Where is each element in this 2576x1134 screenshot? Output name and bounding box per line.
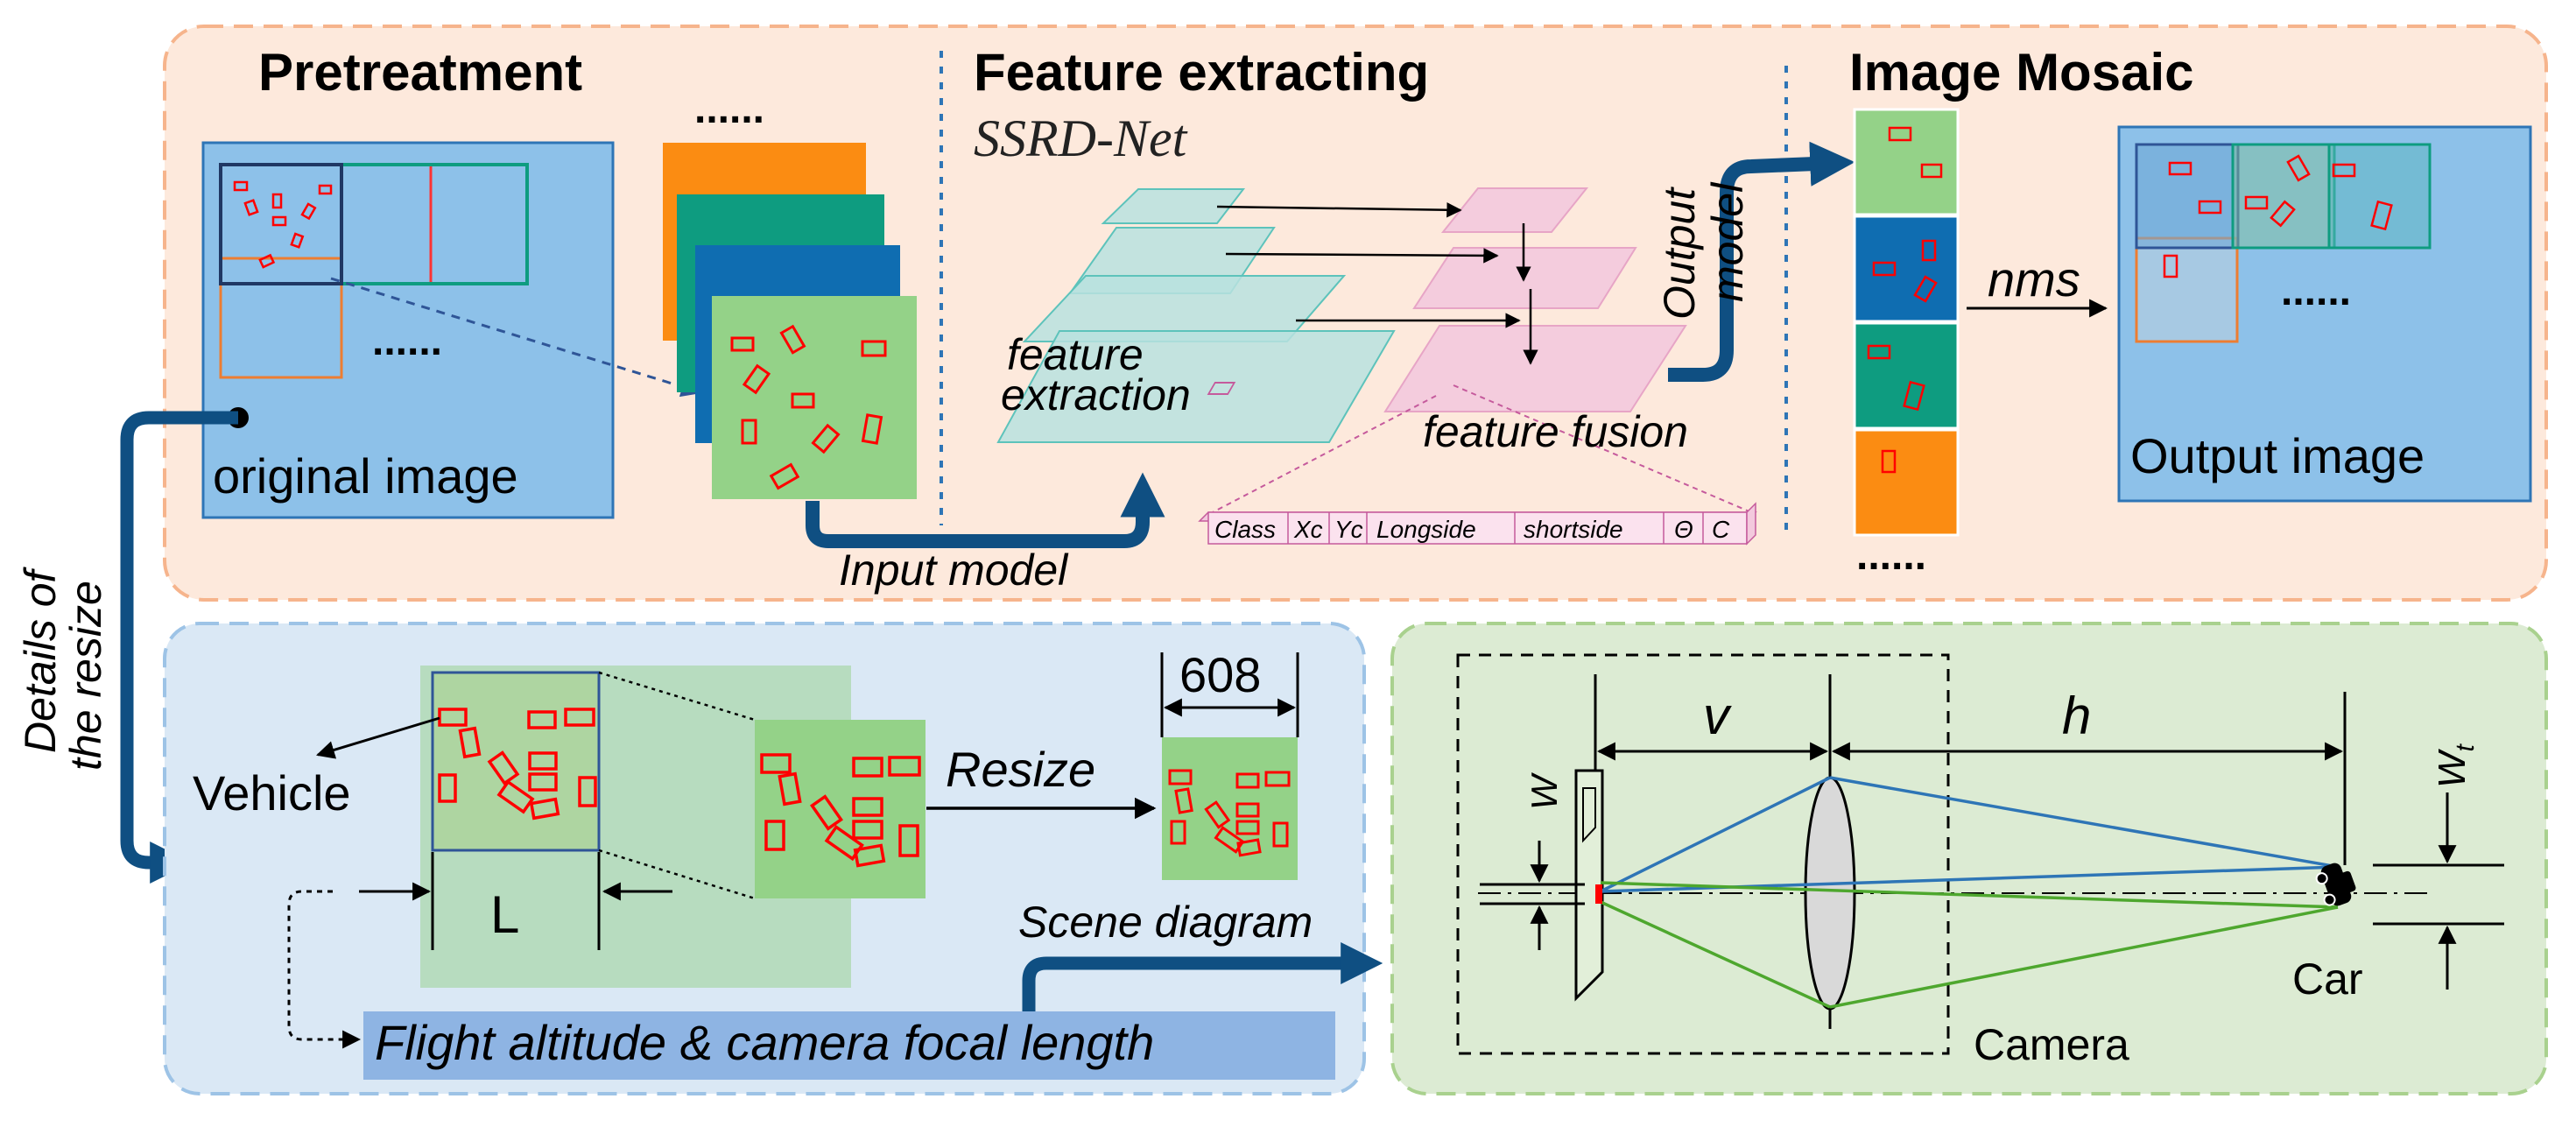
tile-stack-ellipsis: ......: [694, 86, 764, 132]
feature-plane-1: [1101, 188, 1246, 224]
field-xc: Xc: [1293, 516, 1323, 543]
sensor-detail: [1582, 787, 1596, 843]
top-panel: Pretreatment Feature extracting SSRD-Net…: [163, 25, 2548, 602]
camera-boundary: [1456, 653, 1950, 1055]
flight-label-box: [363, 1011, 1335, 1080]
output-overlap-orange: [2135, 236, 2239, 343]
details-label-1: Details of: [16, 566, 65, 753]
size-dimension: [1160, 652, 1299, 737]
feature-pyramid: [996, 188, 1396, 443]
field-confidence: C: [1712, 516, 1730, 543]
output-model-arrow: [1668, 141, 1855, 382]
v-label: v: [1703, 687, 1732, 745]
camera-label: Camera: [1974, 1020, 2129, 1069]
output-model-label-1: Output: [1655, 187, 1704, 320]
tile-stack: ......: [663, 86, 917, 499]
wt-label-main: W: [2431, 749, 2474, 788]
wt-dimension: [2373, 792, 2504, 990]
l-label: L: [490, 885, 519, 944]
fusion-pyramid: [1383, 187, 1687, 412]
wt-label: Wt: [2431, 743, 2480, 788]
tile-detection-boxes: [730, 324, 887, 490]
lens: [1804, 776, 1856, 1011]
detection-boxes: [233, 180, 333, 269]
input-model-arrow: [806, 472, 1165, 548]
original-image-label: original image: [213, 448, 518, 504]
resize-connector: Details of the resize: [16, 407, 249, 884]
flight-label: Flight altitude & camera focal length: [375, 1015, 1154, 1070]
field-longside: Longside: [1376, 516, 1476, 543]
output-overlap-teal: [2327, 143, 2432, 250]
field-theta: Θ: [1674, 516, 1693, 543]
ssrd-net-label: SSRD-Net: [974, 109, 1188, 167]
fusion-cell: [1207, 382, 1236, 395]
light-rays: [1600, 776, 2339, 1009]
mosaic-tile-green: [1853, 108, 1960, 216]
mosaic-column: ......: [1853, 108, 1960, 579]
fusion-plane-2: [1412, 247, 1637, 309]
flight-link: [287, 890, 362, 1049]
l-dimension: [359, 852, 672, 950]
feature-extraction-label-2: extraction: [1001, 370, 1191, 419]
vehicle-pointer: [315, 716, 440, 759]
crop-region-vehicles: [438, 708, 597, 821]
crop-window-orange: [219, 257, 343, 379]
field-class: Class: [1214, 516, 1276, 543]
resize-label: Resize: [946, 742, 1095, 797]
mosaic-ellipsis: ......: [1856, 532, 1926, 579]
output-image-label: Output image: [2130, 428, 2425, 483]
w-label: W: [1524, 772, 1565, 810]
field-yc: Yc: [1334, 516, 1363, 543]
h-label: h: [2062, 687, 2091, 745]
lateral-connections: [1216, 202, 1538, 365]
cropped-tile: [755, 720, 926, 898]
details-label-2: the resize: [61, 581, 110, 771]
vehicle-label: Vehicle: [193, 765, 351, 821]
output-model-label-2: model: [1703, 181, 1752, 302]
output-image-ellipsis: ......: [2281, 268, 2351, 314]
car-label: Car: [2292, 954, 2363, 1004]
scene-diagram-label: Scene diagram: [1018, 898, 1313, 947]
resized-tile: [1162, 737, 1298, 880]
crop-to-tile-arrow: [330, 277, 703, 398]
image-mosaic-title: Image Mosaic: [1849, 43, 2194, 102]
bottom-right-panel: Camera v h: [1390, 622, 2548, 1095]
output-overlap-blue: [2135, 143, 2240, 250]
car-icon: [2315, 863, 2356, 906]
mosaic-tile-teal: [1853, 321, 1960, 430]
scene-diagram-arrow: [1022, 941, 1383, 1016]
size-label: 608: [1179, 647, 1261, 702]
zoom-lines: [598, 671, 756, 900]
w-dimension: [1480, 841, 1585, 950]
crop-window-navy: [219, 163, 343, 285]
pretreatment-title: Pretreatment: [258, 43, 582, 102]
mosaic-tile-blue: [1853, 215, 1960, 323]
feature-extracting-title: Feature extracting: [974, 43, 1429, 102]
cropped-tile-vehicles: [760, 753, 921, 868]
feature-fusion-label: feature fusion: [1423, 407, 1688, 456]
fusion-cell-projection: [1212, 384, 1752, 513]
bottom-left-panel: Vehicle L Resize: [163, 622, 1383, 1095]
feature-plane-4: [996, 330, 1396, 443]
wt-label-sub: t: [2451, 743, 2480, 751]
original-image-ellipsis: ......: [372, 318, 442, 364]
mosaic-tile-orange: [1853, 428, 1960, 537]
image-point: [1595, 884, 1602, 904]
input-model-label: Input model: [839, 546, 1069, 595]
nms-label: nms: [1988, 251, 2080, 306]
bottom-right-background: [1390, 622, 2548, 1095]
fusion-plane-3: [1383, 325, 1687, 412]
original-image: ...... original image: [201, 141, 615, 519]
field-shortside: shortside: [1524, 516, 1623, 543]
resized-tile-vehicles: [1168, 769, 1291, 857]
crop-region: [431, 671, 601, 852]
output-image: ...... Output image: [2117, 125, 2532, 503]
feature-extraction-label-1: feature: [1007, 330, 1144, 379]
details-arrow: [120, 411, 238, 884]
output-fields-table: Class Xc Yc Longside shortside Θ C: [1198, 502, 1757, 546]
